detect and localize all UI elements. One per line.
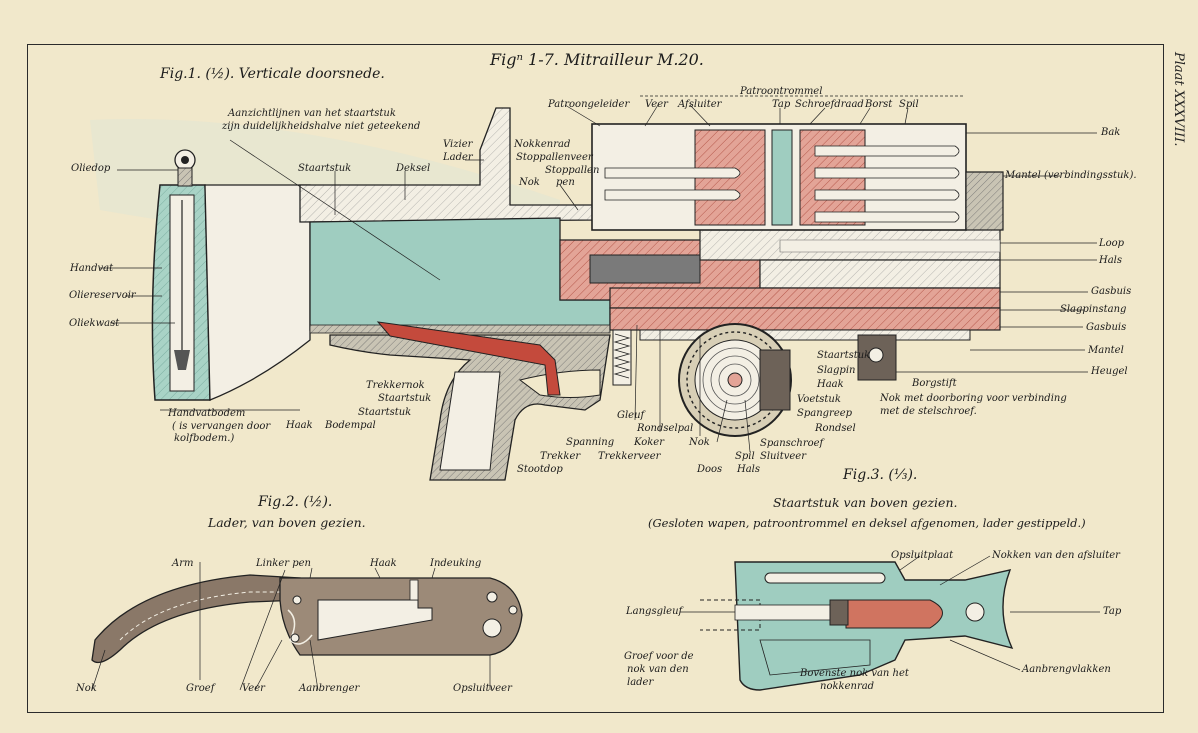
fig2-label-opsluitveer: Opsluitveer [453,683,512,694]
fig3-label-groef-2: nok van den [627,664,689,675]
label-patroontrommel: Patroontrommel [740,86,823,97]
handvat-grip [151,149,211,401]
fig2-caption-2: Lader, van boven gezien. [208,515,366,530]
fig2-label-linker-pen: Linker pen [256,558,311,569]
label-sluitveer: Sluitveer [760,451,806,462]
label-deksel: Deksel [396,163,431,174]
label-pen: pen [556,177,575,188]
label-trekkernok: Trekkernok [366,380,425,391]
label-gasbuis-1: Gasbuis [1091,286,1132,297]
label-bak: Bak [1101,127,1121,138]
label-tap: Tap [772,99,791,110]
label-haak-right: Haak [817,379,844,390]
fig3-label-tap: Tap [1103,606,1122,617]
fig3-caption-1: Fig.3. (⅓). [843,467,918,483]
label-vizier: Vizier [443,139,473,150]
label-lader: Lader [443,152,473,163]
label-rondselpal: Rondselpal [637,423,694,434]
label-spanschroef: Spanschroef [760,438,824,449]
label-oliekwast: Oliekwast [69,318,120,329]
fig2-label-aanbrenger: Aanbrenger [299,683,360,694]
fig1-note-line2: zijn duidelijkheidshalve niet geteekend [222,121,421,132]
fig2-label-nok: Nok [76,683,97,694]
label-rondsel: Rondsel [815,423,856,434]
label-patroongeleider: Patroongeleider [548,99,630,110]
label-nok-low: Nok [689,437,710,448]
handvatbodem-line3: kolfbodem.) [174,433,235,444]
fig1-caption: Fig.1. (½). Verticale doorsnede. [160,66,385,82]
fig3-label-groef-3: lader [627,677,654,688]
label-hals-low: Hals [737,464,761,475]
label-bodempal: Bodempal [325,420,376,431]
plate-number: Plaat XXXVIII. [1171,52,1186,147]
label-slagpinstang: Slagpinstang [1060,304,1127,315]
label-staartstuk-top: Staartstuk [298,163,352,174]
label-handvat: Handvat [70,263,114,274]
label-oliereservoir: Oliereservoir [69,290,136,301]
label-spil-top: Spil [899,99,919,110]
label-afsluiter: Afsluiter [678,99,722,110]
label-stoppallen: Stoppallen [545,165,600,176]
fig3-caption-3: (Gesloten wapen, patroontrommel en dekse… [648,516,1086,530]
fig2-label-groef: Groef [186,683,215,694]
label-stoppallenveer: Stoppallenveer [516,152,593,163]
label-koker: Koker [634,437,664,448]
fig3-label-opsluitplaat: Opsluitplaat [891,550,954,561]
fig1-note-line1: Aanzichtlijnen van het staartstuk [228,108,396,119]
label-trekkerveer: Trekkerveer [598,451,661,462]
label-haak-low: Haak [286,420,313,431]
label-borgstift: Borgstift [912,378,957,389]
label-nok-verbinding-1: Nok met doorboring voor verbinding [880,393,1067,404]
label-voetstuk: Voetstuk [797,394,841,405]
fig2-caption-1: Fig.2. (½). [258,494,333,510]
fig3-label-nokken-afsluiter: Nokken van den afsluiter [992,550,1120,561]
label-mantel-verbinding: Mantel (verbindingsstuk). [1005,170,1137,181]
label-stootdop: Stootdop [517,464,563,475]
label-staartstuk-right: Staartstuk [817,350,871,361]
handvatbodem-line1: Handvatbodem [168,408,246,419]
label-nok-top: Nok [519,177,540,188]
fig2-label-indeuking: Indeuking [430,558,482,569]
label-mantel: Mantel [1088,345,1124,356]
label-slagpin: Slagpin [817,365,856,376]
fig2-label-arm: Arm [172,558,194,569]
label-nokkenrad: Nokkenrad [514,139,571,150]
label-borst: Borst [865,99,893,110]
fig3-label-bovenste-1: Bovenste nok van het [800,668,909,679]
label-gasbuis-2: Gasbuis [1086,322,1127,333]
fig3-label-aanbrengvlakken: Aanbrengvlakken [1022,664,1111,675]
label-nok-verbinding-2: met de stelschroef. [880,406,977,417]
label-hals-right: Hals [1099,255,1123,266]
pistol-grip [329,321,611,481]
fig3-drawing [700,561,1014,691]
fig2-label-haak: Haak [370,558,397,569]
label-loop: Loop [1099,238,1125,249]
handvatbodem-line2: ( is vervangen door [172,421,271,432]
fig3-label-bovenste-2: nokkenrad [820,681,875,692]
plate-frame [27,44,1164,713]
label-spangreep: Spangreep [797,408,853,419]
label-spanning: Spanning [566,437,615,448]
leader-lines [91,95,1100,691]
label-trekker: Trekker [540,451,581,462]
label-doos: Doos [697,464,723,475]
label-staartstuk-low: Staartstuk [358,407,412,418]
label-staartstuk-mid: Staartstuk [378,393,432,404]
fig3-label-langsgleuf: Langsgleuf [626,606,683,617]
fig3-caption-2: Staartstuk van boven gezien. [773,495,958,510]
label-spil-low: Spil [735,451,755,462]
label-oliedop: Oliedop [71,163,111,174]
fig1-drawing [90,107,1004,481]
fig2-drawing [91,574,523,664]
label-veer: Veer [645,99,668,110]
label-gleuf: Gleuf [617,410,645,421]
label-heugel: Heugel [1091,366,1128,377]
label-schroefdraad: Schroefdraad [795,99,864,110]
fig3-label-groef-1: Groef voor de [624,651,694,662]
patroontrommel [604,129,960,226]
main-title: Figⁿ 1-7. Mitrailleur M.20. [490,50,704,69]
fig2-label-veer: Veer [242,683,265,694]
